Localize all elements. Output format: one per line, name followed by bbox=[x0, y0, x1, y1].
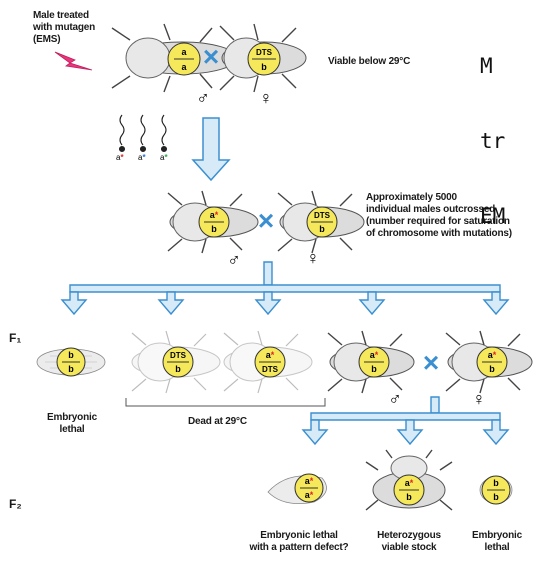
svg-text:DTS: DTS bbox=[170, 351, 187, 360]
p-male-bottom: a bbox=[181, 62, 187, 72]
svg-text:a*: a* bbox=[305, 476, 314, 486]
svg-text:b: b bbox=[68, 364, 74, 374]
genotype-disc-f1-4: a* b bbox=[358, 346, 390, 378]
embryonic-lethal-f1-label: Embryonic lethal bbox=[47, 412, 97, 435]
female-symbol-g1: ♀ bbox=[306, 248, 320, 268]
female-symbol-f1: ♀ bbox=[472, 389, 486, 409]
cross-symbol-g1: × bbox=[258, 205, 274, 236]
svg-text:b: b bbox=[493, 492, 499, 502]
cross-symbol-p: × bbox=[203, 41, 219, 72]
f2-arrows bbox=[301, 396, 510, 446]
g1-male-bottom: b bbox=[211, 224, 217, 234]
genotype-disc-f1-1: b b bbox=[56, 347, 86, 377]
svg-text:b: b bbox=[493, 478, 499, 488]
dead-bracket bbox=[125, 398, 326, 407]
approx-label: Approximately 5000 individual males outc… bbox=[366, 192, 512, 239]
f2-label: F₂ bbox=[9, 497, 22, 511]
genotype-disc-f1-2: DTS b bbox=[162, 346, 194, 378]
dead-at-label: Dead at 29°C bbox=[188, 416, 247, 427]
genotype-disc-g1-male: a* b bbox=[198, 206, 230, 238]
genotype-disc-p-female: DTS b bbox=[247, 42, 281, 76]
svg-text:b: b bbox=[68, 350, 74, 360]
svg-text:a*: a* bbox=[266, 350, 275, 360]
svg-text:b: b bbox=[406, 492, 412, 502]
g1-male-top: a* bbox=[210, 210, 219, 220]
side-text: M tr EM bbox=[480, 54, 506, 228]
svg-text:DTS: DTS bbox=[262, 365, 279, 374]
genotype-disc-p-male: a a bbox=[167, 42, 201, 76]
sperm-group bbox=[118, 114, 168, 153]
genotype-disc-f1-5: a* b bbox=[476, 346, 508, 378]
male-treated-label: Male treated with mutagen (EMS) bbox=[33, 10, 96, 45]
embryonic-lethal-f2-label: Embryonic lethal bbox=[472, 530, 522, 553]
sperm-label-2: a* bbox=[138, 153, 146, 162]
lightning-icon bbox=[54, 51, 93, 71]
male-symbol-p: ♂ bbox=[196, 88, 210, 108]
distribution-arrows bbox=[60, 261, 510, 316]
svg-text:a*: a* bbox=[370, 350, 379, 360]
svg-text:a*: a* bbox=[405, 478, 414, 488]
male-symbol-g1: ♂ bbox=[227, 250, 241, 270]
p-male-top: a bbox=[181, 47, 187, 57]
genotype-disc-f1-3: a* DTS bbox=[254, 346, 286, 378]
g1-female-bottom: b bbox=[319, 224, 325, 234]
genotype-disc-f2-3: b b bbox=[481, 475, 511, 505]
p-female-bottom: b bbox=[261, 62, 267, 72]
sperm-label-1: a* bbox=[116, 153, 124, 162]
svg-text:a*: a* bbox=[305, 490, 314, 500]
svg-text:a*: a* bbox=[488, 350, 497, 360]
embryonic-pattern-label: Embryonic lethal with a pattern defect? bbox=[249, 530, 349, 553]
genotype-disc-f2-2: a* b bbox=[393, 474, 425, 506]
svg-text:b: b bbox=[489, 364, 495, 374]
female-symbol-p: ♀ bbox=[259, 88, 273, 108]
cross-symbol-f1: × bbox=[423, 347, 439, 378]
down-arrow-1 bbox=[191, 117, 231, 182]
p-female-top: DTS bbox=[256, 48, 273, 57]
genotype-disc-f2-1: a* a* bbox=[294, 473, 324, 503]
male-symbol-f1: ♂ bbox=[388, 389, 402, 409]
viable-below-label: Viable below 29°C bbox=[328, 56, 411, 67]
f1-label: F₁ bbox=[9, 331, 22, 345]
svg-text:b: b bbox=[371, 364, 377, 374]
heterozygous-label: Heterozygous viable stock bbox=[377, 530, 441, 553]
sperm-label-3: a* bbox=[160, 153, 168, 162]
g1-female-top: DTS bbox=[314, 211, 331, 220]
genotype-disc-g1-female: DTS b bbox=[306, 206, 338, 238]
svg-text:b: b bbox=[175, 364, 181, 374]
